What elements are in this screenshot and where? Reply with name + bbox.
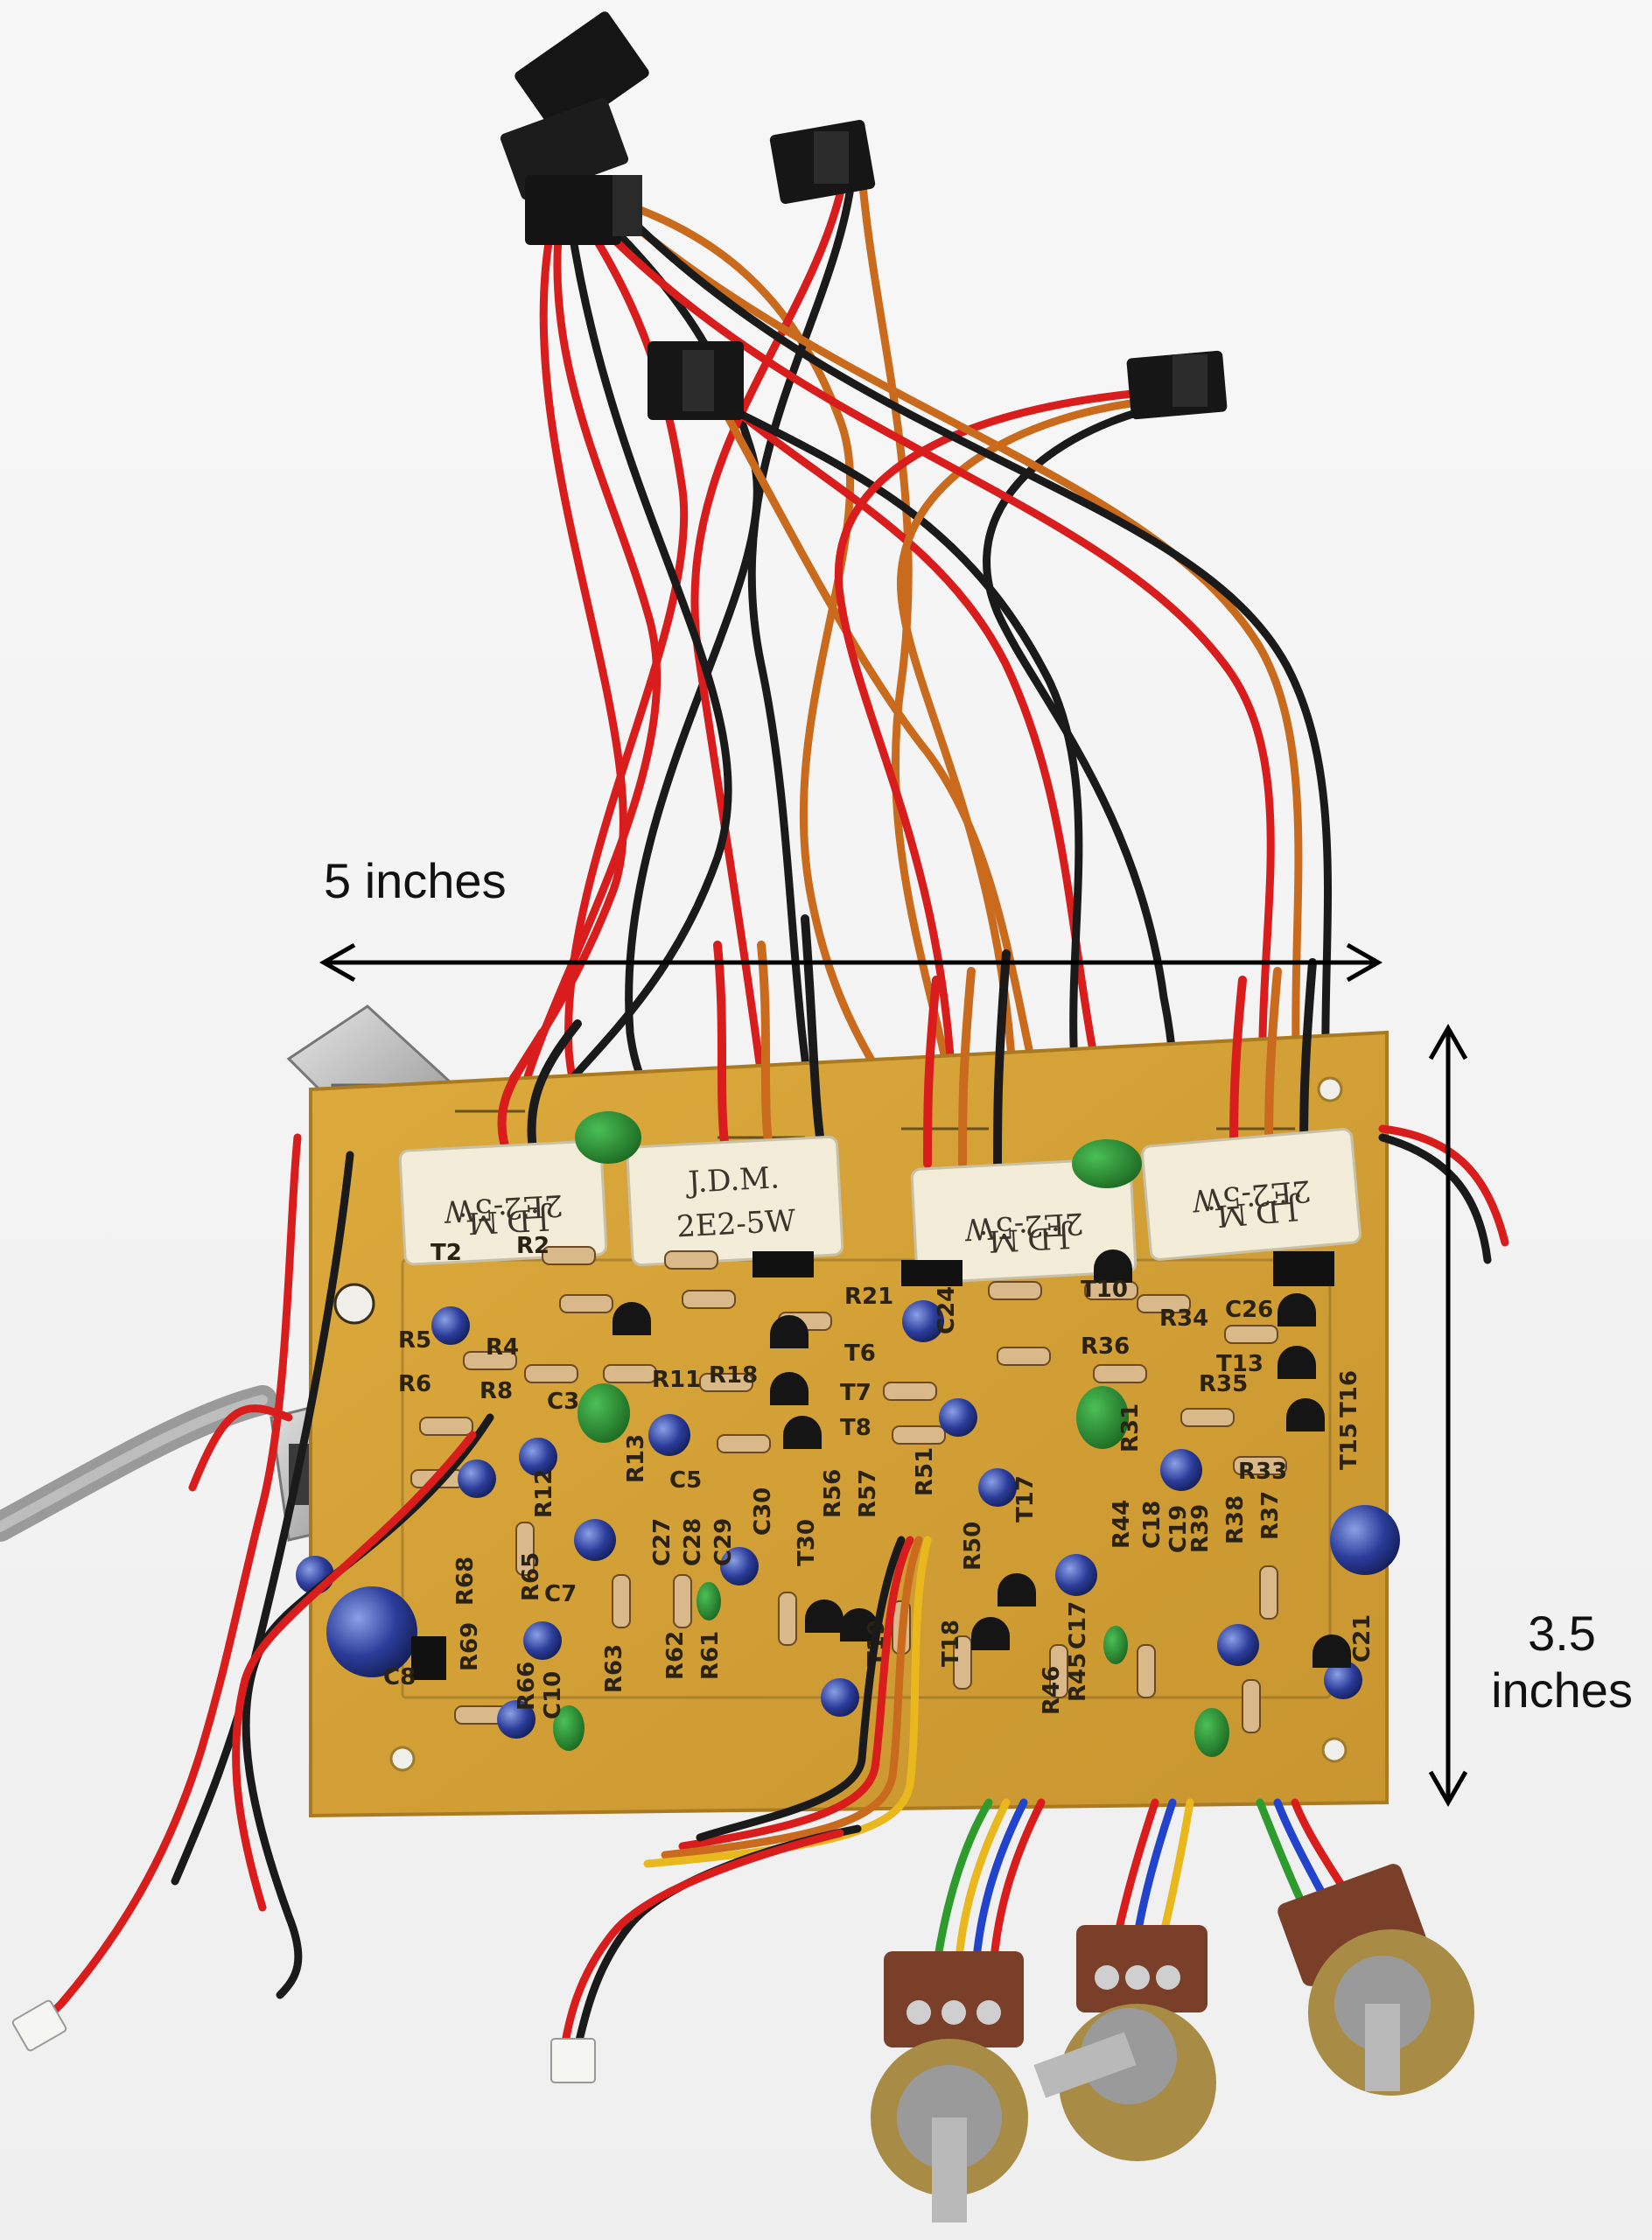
label-C29: C29 [710,1518,737,1566]
label-R68: R68 [452,1557,479,1606]
electrolytic-capacitors [296,1300,1400,1739]
potentiometers [871,1864,1474,2222]
board-wire-terminals [497,914,1317,1168]
power-resistor-2-brand: J.D.M. [685,1160,780,1200]
connector-top-3 [648,341,744,420]
label-R44: R44 [1109,1500,1135,1549]
label-C19: C19 [1166,1505,1192,1553]
label-R56: R56 [820,1469,846,1518]
label-C18: C18 [1139,1501,1166,1549]
label-R46: R46 [1039,1666,1065,1715]
label-R62: R62 [662,1631,689,1680]
connector-top-2 [769,120,876,204]
potentiometer-right [1278,1864,1474,2096]
label-R18: R18 [709,1362,758,1389]
label-C28: C28 [680,1518,706,1566]
label-R51: R51 [912,1447,938,1496]
label-T15: T15 [1336,1423,1362,1470]
label-C17: C17 [1065,1601,1091,1649]
power-resistor-3-rating: 2E2-5W [963,1205,1084,1246]
label-T7: T7 [840,1380,872,1406]
label-R65: R65 [518,1552,544,1601]
label-C10: C10 [540,1671,566,1719]
label-R38: R38 [1222,1495,1249,1544]
label-C3: C3 [547,1389,579,1415]
label-R57: R57 [855,1469,881,1518]
label-R8: R8 [480,1378,513,1404]
label-R33: R33 [1238,1459,1287,1485]
label-C21: C21 [1349,1614,1376,1662]
power-resistor-1: J.D.M. 2E2-5W [398,1139,608,1266]
label-R35: R35 [1199,1371,1248,1397]
connector-top-4 [1126,350,1228,420]
label-T2: T2 [430,1240,462,1266]
label-T13: T13 [1216,1351,1264,1377]
label-T8: T8 [840,1415,872,1441]
width-measurement-label: 5 inches [324,853,507,908]
power-resistor-4-brand: J.D.M. [1206,1191,1302,1234]
label-R2: R2 [516,1233,550,1259]
power-resistor-2: J.D.M. 2E2-5W [626,1135,844,1267]
power-resistor-1-rating: 2E2-5W [443,1187,564,1228]
label-C26: C26 [1225,1297,1273,1323]
label-T10: T10 [1081,1277,1128,1303]
label-R12: R12 [531,1469,557,1518]
height-measurement-label: 3.5 inches [1479,1606,1645,1719]
top-connectors [500,11,1228,420]
label-C30: C30 [750,1488,776,1536]
label-R66: R66 [514,1662,540,1711]
label-R5: R5 [398,1327,431,1354]
label-C8: C8 [383,1664,416,1690]
label-R37: R37 [1257,1491,1284,1540]
potentiometer-left [871,1951,1028,2222]
label-R6: R6 [398,1371,431,1397]
connector-top-1 [500,11,649,245]
pcb-silkscreen-labels: R2 R4 R5 R6 R8 R11 R12 R13 R18 R21 R31 R… [383,1233,1376,1719]
label-R61: R61 [697,1631,724,1680]
label-R31: R31 [1117,1404,1144,1452]
label-R11: R11 [652,1367,701,1393]
label-R4: R4 [486,1334,519,1361]
height-measurement-value: 3.5 [1528,1606,1596,1661]
small-resistors [410,1246,1287,1733]
power-resistor-3: J.D.M. 2E2-5W [910,1157,1138,1284]
transistors [411,1250,1351,1680]
film-capacitors [553,1111,1229,1757]
label-R34: R34 [1159,1306,1208,1332]
height-measurement-unit: inches [1491,1662,1633,1718]
label-T18: T18 [938,1620,964,1667]
label-R45: R45 [1065,1653,1091,1702]
power-resistor-2-rating: 2E2-5W [676,1203,796,1244]
label-R39: R39 [1187,1504,1214,1553]
label-C27: C27 [649,1518,676,1566]
label-C24: C24 [934,1286,960,1334]
potentiometer-middle [1033,1925,1216,2161]
front-wires [31,1124,1509,2052]
label-R50: R50 [960,1522,986,1571]
label-R13: R13 [623,1434,649,1483]
label-T30: T30 [794,1519,820,1566]
power-resistors: J.D.M. 2E2-5W J.D.M. 2E2-5W J.D.M. 2E2-5… [398,1128,1362,1284]
label-R69: R69 [457,1622,483,1671]
label-T17: T17 [1012,1475,1039,1522]
label-T6: T6 [844,1340,876,1367]
label-C7: C7 [544,1581,577,1607]
label-R63: R63 [601,1644,627,1693]
bottom-small-connectors [11,1999,596,2083]
label-R36: R36 [1081,1334,1130,1360]
label-C5: C5 [669,1467,702,1494]
width-arrow [318,942,1383,983]
label-R21: R21 [844,1284,893,1310]
power-resistor-1-brand: J.D.M. [458,1201,553,1242]
height-arrow [1428,1023,1468,1808]
power-resistor-4: J.D.M. 2E2-5W [1141,1128,1362,1261]
power-resistor-3-brand: J.D.M. [978,1219,1074,1259]
label-T16: T16 [1336,1370,1362,1418]
